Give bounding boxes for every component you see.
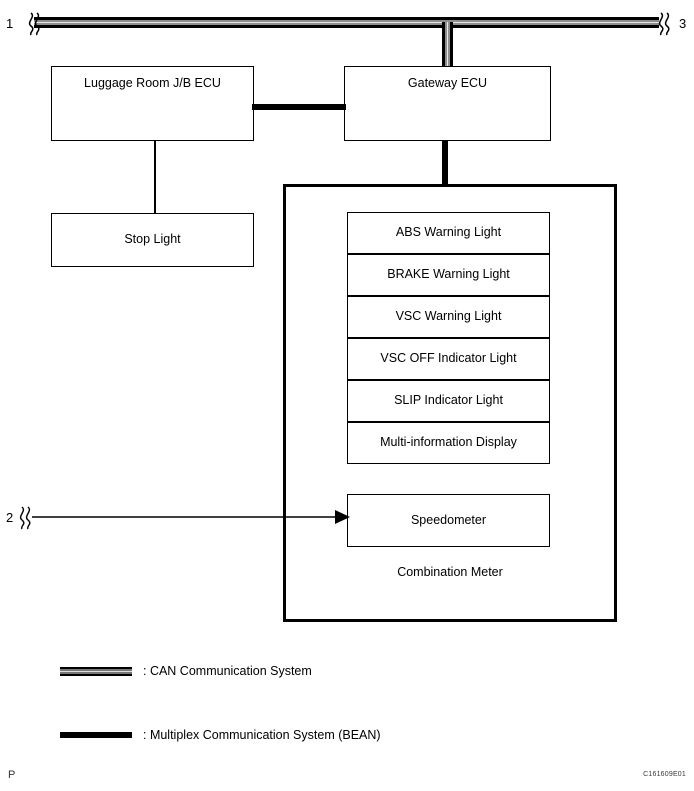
combination-meter-caption: Combination Meter bbox=[397, 565, 503, 579]
can-bus-band-icon bbox=[60, 666, 132, 676]
ref-number-bus-right: 3 bbox=[679, 16, 687, 31]
meter-item-abs-warning-light[interactable]: ABS Warning Light bbox=[347, 212, 550, 254]
meter-item-label: VSC Warning Light bbox=[395, 309, 502, 324]
bus-break-left-icon bbox=[27, 12, 43, 36]
meter-item-speedometer[interactable]: Speedometer bbox=[347, 494, 550, 547]
signal-break-left-icon bbox=[18, 506, 34, 530]
figure-code: C161609E01 bbox=[643, 771, 686, 778]
bean-link-gateway-to-meter bbox=[442, 140, 448, 185]
meter-item-slip-indicator-light[interactable]: SLIP Indicator Light bbox=[347, 380, 550, 422]
can-branch-gateway bbox=[442, 22, 453, 68]
ref-number-speed-signal: 2 bbox=[6, 510, 14, 525]
bean-line-icon bbox=[60, 732, 132, 738]
block-luggage-room-jb-ecu[interactable]: Luggage Room J/B ECU bbox=[51, 66, 254, 141]
ref-number-bus-left: 1 bbox=[6, 16, 14, 31]
bean-link-luggage-to-gateway bbox=[252, 104, 346, 110]
meter-item-label: Speedometer bbox=[410, 512, 487, 527]
legend-row-can: : CAN Communication System bbox=[60, 664, 312, 678]
can-bus-trunk bbox=[34, 17, 659, 28]
meter-item-multi-information-display[interactable]: Multi-information Display bbox=[347, 422, 550, 464]
legend-label: : Multiplex Communication System (BEAN) bbox=[143, 728, 381, 742]
meter-item-brake-warning-light[interactable]: BRAKE Warning Light bbox=[347, 254, 550, 296]
wire-luggage-to-stop-light bbox=[154, 140, 156, 214]
block-label: Luggage Room J/B ECU bbox=[84, 76, 221, 90]
bus-break-right-icon bbox=[657, 12, 673, 36]
meter-item-vsc-warning-light[interactable]: VSC Warning Light bbox=[347, 296, 550, 338]
block-stop-light[interactable]: Stop Light bbox=[51, 213, 254, 267]
block-label: Stop Light bbox=[124, 232, 181, 247]
meter-item-label: BRAKE Warning Light bbox=[387, 267, 510, 282]
block-label: Gateway ECU bbox=[407, 76, 488, 90]
meter-item-label: SLIP Indicator Light bbox=[394, 393, 503, 408]
meter-item-label: ABS Warning Light bbox=[395, 225, 502, 240]
meter-item-label: VSC OFF Indicator Light bbox=[380, 351, 517, 366]
block-gateway-ecu[interactable]: Gateway ECU bbox=[344, 66, 551, 141]
meter-item-vsc-off-indicator-light[interactable]: VSC OFF Indicator Light bbox=[347, 338, 550, 380]
meter-item-label: Multi-information Display bbox=[380, 435, 517, 450]
legend-label: : CAN Communication System bbox=[143, 664, 312, 678]
legend-row-bean: : Multiplex Communication System (BEAN) bbox=[60, 728, 381, 742]
signal-arrow-to-speedometer bbox=[32, 505, 352, 529]
page-mark: P bbox=[8, 769, 16, 781]
